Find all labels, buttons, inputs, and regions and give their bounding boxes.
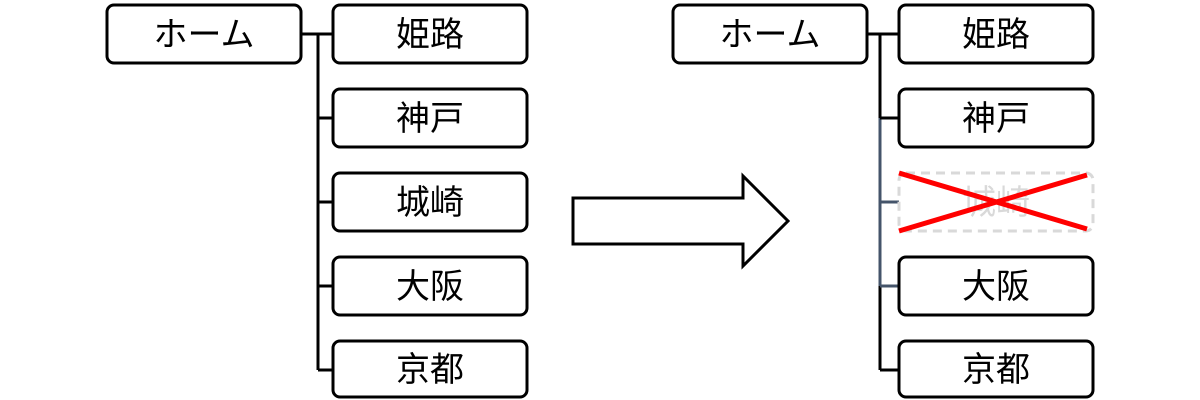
after-removed-node: 城崎	[897, 170, 1095, 234]
before-child-box	[331, 87, 529, 149]
after-connectors	[867, 32, 899, 372]
after-child-node: 大阪	[897, 255, 1095, 317]
before-child-label: 京都	[396, 350, 464, 390]
before-root-label: ホーム	[154, 15, 255, 55]
after-child-label: 神戸	[962, 99, 1030, 139]
before-connectors	[301, 32, 333, 372]
after-root-node: ホーム	[671, 3, 869, 65]
right-arrow-icon	[571, 172, 791, 270]
before-child-label: 姫路	[396, 15, 464, 55]
after-root-label: ホーム	[720, 15, 821, 55]
after-child-label: 京都	[962, 350, 1030, 390]
before-child-label: 神戸	[396, 99, 464, 139]
before-child-node: 大阪	[331, 255, 529, 317]
before-child-node: 京都	[331, 339, 529, 399]
after-child-label: 姫路	[962, 15, 1030, 55]
before-child-box	[331, 339, 529, 399]
before-child-node: 姫路	[331, 3, 529, 65]
after-child-box	[897, 339, 1095, 399]
before-child-node: 城崎	[331, 171, 529, 233]
after-root-box	[671, 3, 869, 65]
before-root-box	[105, 3, 303, 65]
before-child-box	[331, 255, 529, 317]
after-child-node: 神戸	[897, 87, 1095, 149]
before-child-label: 大阪	[396, 267, 464, 307]
after-child-box	[897, 3, 1095, 65]
after-child-node: 姫路	[897, 3, 1095, 65]
after-child-node: 京都	[897, 339, 1095, 399]
after-child-box	[897, 255, 1095, 317]
after-child-box	[897, 87, 1095, 149]
removed-cross-icon	[898, 170, 1088, 234]
after-tree: ホーム 姫路 神戸 城崎 大阪 京都	[671, 3, 1095, 399]
before-child-node: 神戸	[331, 87, 529, 149]
before-tree: ホーム 姫路 神戸 城崎 大阪 京都	[105, 3, 529, 399]
before-child-label: 城崎	[396, 183, 464, 223]
before-root-node: ホーム	[105, 3, 303, 65]
after-child-label: 大阪	[962, 267, 1030, 307]
before-child-box	[331, 3, 529, 65]
before-child-box	[331, 171, 529, 233]
removed-cross-stroke-2	[898, 172, 1088, 234]
